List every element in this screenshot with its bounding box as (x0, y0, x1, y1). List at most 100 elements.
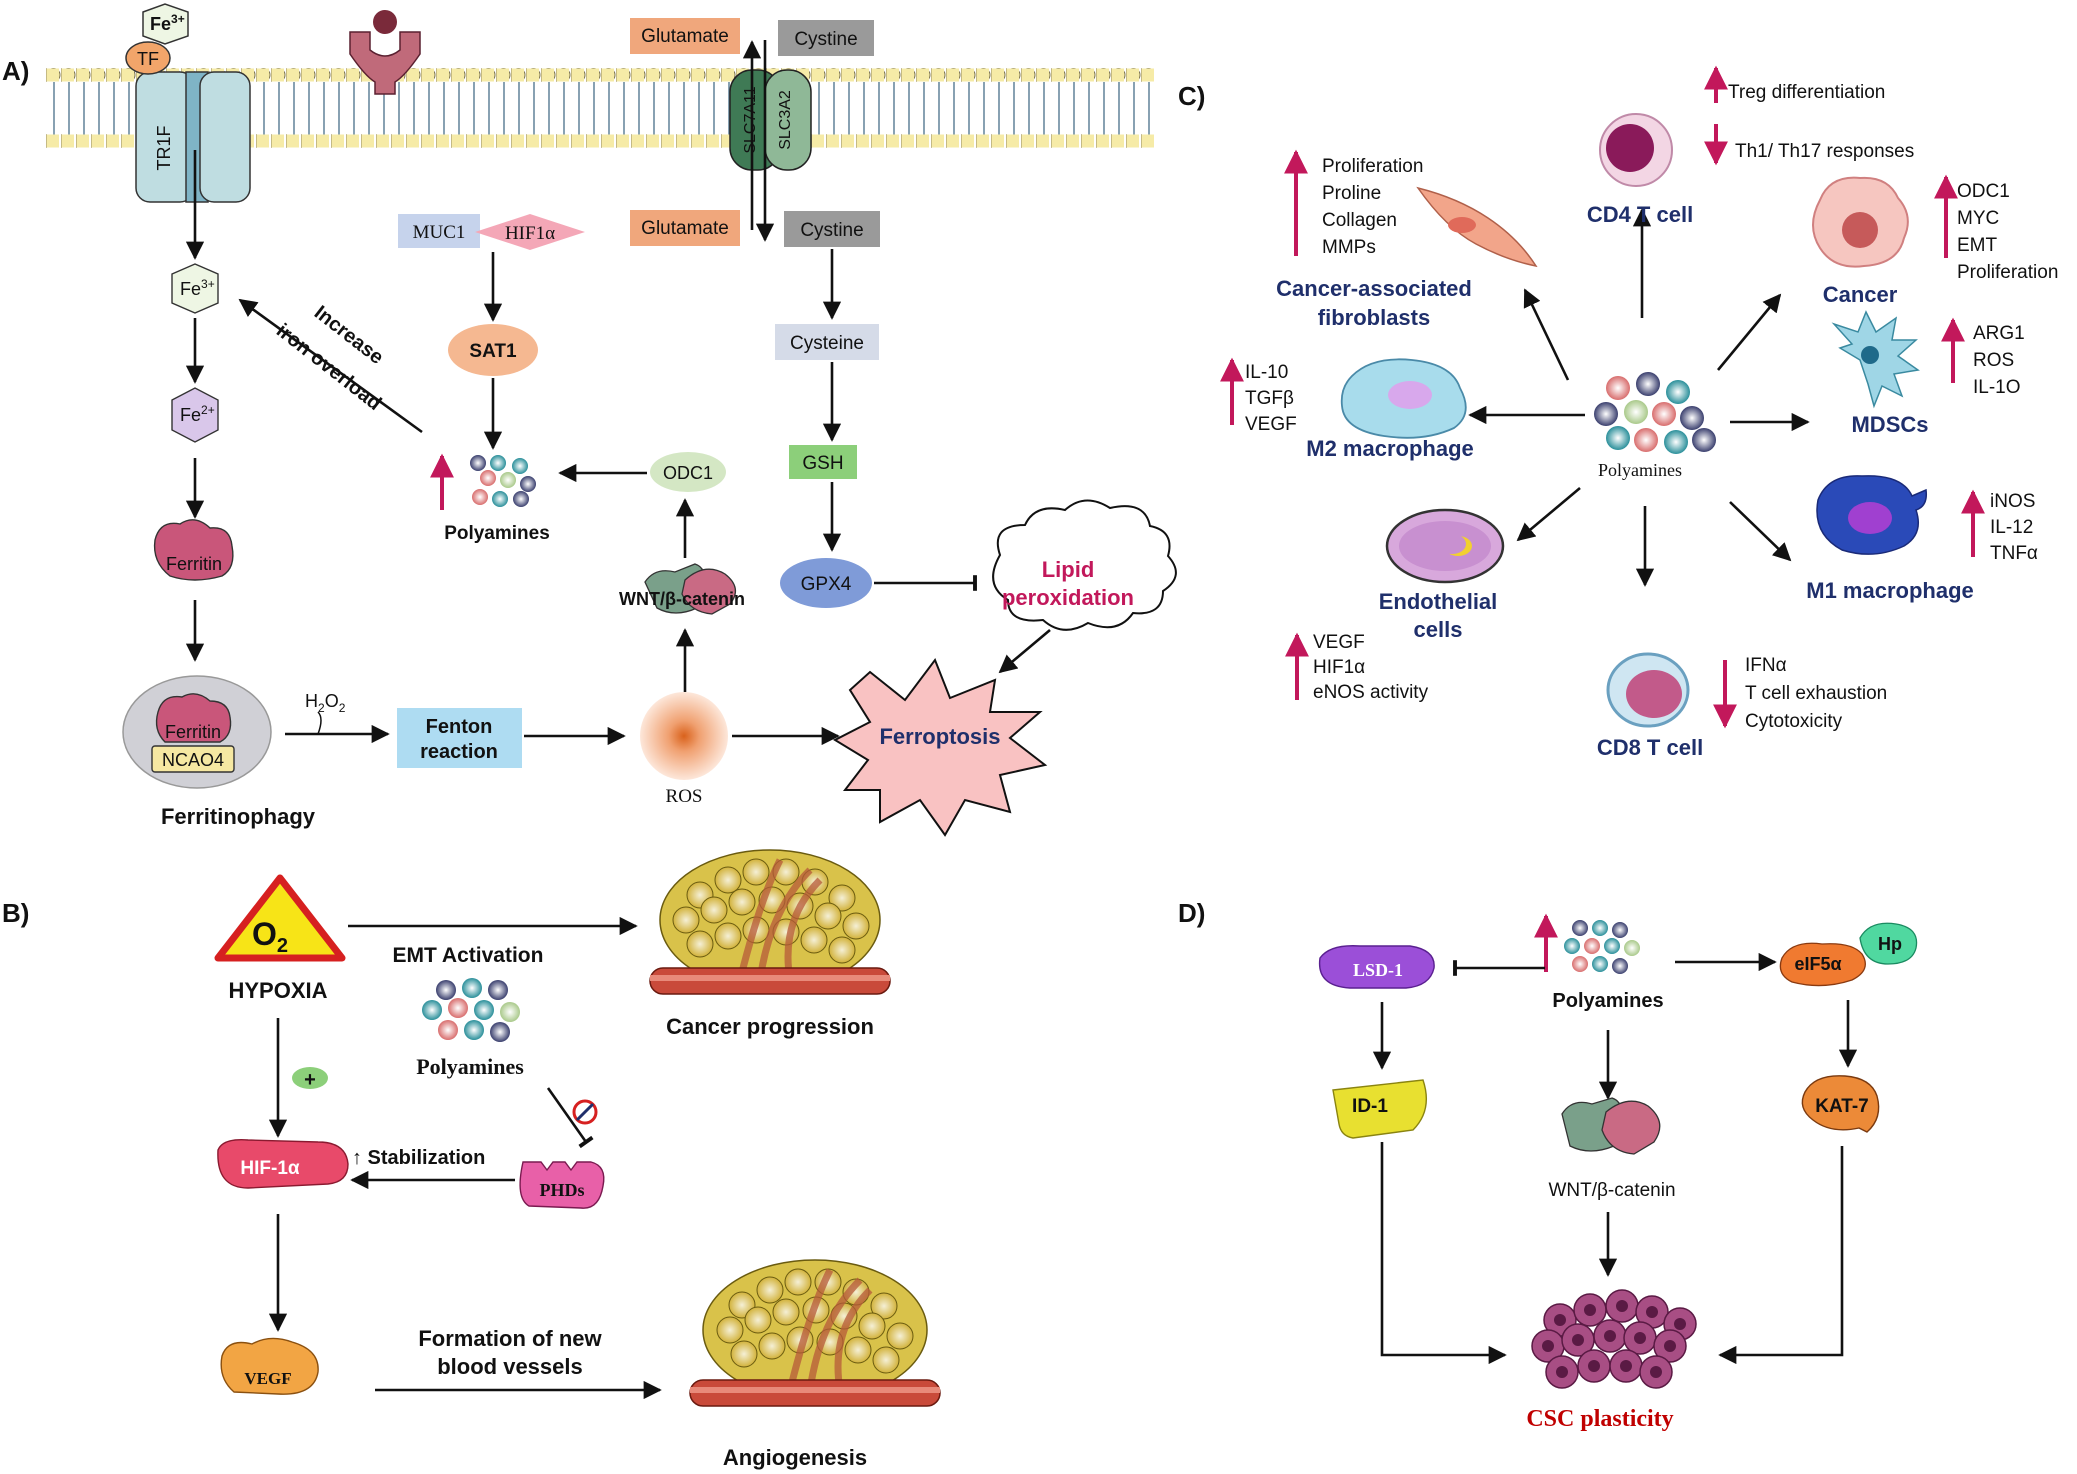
polyamines-cluster-c (1594, 372, 1716, 454)
endo-list: VEGF HIF1α eNOS activity (1313, 632, 1429, 703)
panel-a-label: A) (2, 56, 29, 86)
gpx4-label: GPX4 (801, 574, 852, 595)
cd8-label: CD8 T cell (1597, 735, 1703, 760)
tumor-angiogenesis (689, 1259, 941, 1407)
caf-list: Proliferation Proline Collagen MMPs (1322, 156, 1423, 258)
odc1-label: ODC1 (663, 463, 713, 483)
fe3-top-label: Fe3+ (150, 12, 185, 34)
emt-label: EMT Activation (393, 944, 544, 967)
sat1-label: SAT1 (469, 341, 517, 362)
wnt-beta-catenin-d (1561, 1097, 1661, 1155)
glutamate-out: Glutamate (630, 18, 740, 54)
stabilization-label: ↑ Stabilization (352, 1147, 485, 1169)
ros: ROS (640, 692, 728, 807)
mdsc-label: MDSCs (1851, 412, 1928, 437)
hif-1a-protein: HIF-1α (217, 1139, 349, 1189)
panel-c: C) Polyamines CD4 T cell Treg differenti… (1178, 65, 2058, 760)
polyamines-label-b: Polyamines (416, 1054, 524, 1079)
endo-item: eNOS activity (1313, 682, 1429, 703)
panel-b: B) O2 HYPOXIA EMT Activation Cancer prog… (2, 849, 941, 1470)
cancer-item: EMT (1957, 235, 1998, 256)
cystine-in: Cystine (784, 211, 880, 247)
iron-overload-label: iron overload (272, 320, 385, 415)
cancer-progression-label: Cancer progression (666, 1014, 874, 1039)
caf-label-line1: Cancer-associated (1276, 276, 1472, 301)
formation-line1: Formation of new (418, 1326, 602, 1351)
eif5a-label: eIF5α (1794, 954, 1841, 974)
tf: TF (125, 41, 171, 75)
slc3a2-label: SLC3A2 (777, 90, 794, 150)
lsd1-protein: LSD-1 (1318, 945, 1435, 989)
fe2-inner: Fe2+ (171, 387, 219, 443)
tf-label: TF (137, 49, 159, 69)
polyamines-label-c: Polyamines (1598, 460, 1682, 480)
id1-label: ID-1 (1352, 1096, 1388, 1117)
tumor-cancer-progression (649, 849, 891, 995)
glutamate-in-label: Glutamate (641, 218, 729, 239)
lipid-label: Lipid (1042, 557, 1095, 582)
cancer-item: MYC (1957, 208, 1999, 229)
hif-1a-label: HIF-1α (240, 1158, 300, 1179)
polyamines-cluster-d (1564, 920, 1640, 974)
ferritin-label: Ferritin (166, 554, 222, 574)
hp-label: Hp (1878, 934, 1902, 954)
gsh-label: GSH (802, 453, 843, 474)
id1-protein: ID-1 (1332, 1079, 1427, 1139)
vegf-protein: VEGF (220, 1337, 319, 1395)
m1-label: M1 macrophage (1806, 578, 1974, 603)
tr1f-label: TR1F (154, 125, 174, 170)
caf-item: Proline (1322, 183, 1381, 204)
endo-item: VEGF (1313, 632, 1365, 653)
ros-label: ROS (666, 786, 703, 807)
m2-item: TGFβ (1245, 388, 1294, 409)
m2-list: IL-10 TGFβ VEGF (1245, 362, 1297, 435)
caf-item: Proliferation (1322, 156, 1423, 177)
m2-item: VEGF (1245, 414, 1297, 435)
kat7-protein: KAT-7 (1801, 1075, 1880, 1133)
receptor-glyph (349, 10, 421, 95)
plus-label: + (304, 1069, 316, 1091)
hif1a-label: HIF1α (505, 223, 555, 244)
fenton-line1: Fenton (426, 716, 493, 738)
hypoxia-sign: O2 (214, 874, 346, 962)
plus-badge: + (292, 1067, 328, 1091)
m1-macrophage-cell (1816, 475, 1928, 555)
hif1a-diamond: HIF1α (475, 214, 585, 250)
gsh-box: GSH (789, 445, 857, 479)
o2-label: O2 (252, 916, 288, 957)
m1-list: iNOS IL-12 TNFα (1990, 491, 2038, 564)
fe3-label: Fe3+ (180, 277, 215, 299)
csc-cluster (1531, 1289, 1697, 1389)
mdsc-item: ROS (1973, 350, 2014, 371)
cystine-in-label: Cystine (800, 220, 863, 241)
cd8-item: IFNα (1745, 655, 1787, 676)
glutamate-in: Glutamate (630, 210, 740, 246)
slc7a11-slc3a2: SLC7A11 SLC3A2 (729, 40, 812, 242)
cells-label: cells (1414, 617, 1463, 642)
peroxidation-label: peroxidation (1002, 585, 1134, 610)
phds-label: PHDs (540, 1180, 585, 1200)
ferritinophagy-label: Ferritinophagy (161, 804, 316, 829)
kat7-label: KAT-7 (1815, 1096, 1868, 1117)
cancer-item: ODC1 (1957, 181, 2010, 202)
hypoxia-label: HYPOXIA (228, 978, 327, 1003)
m1-item: IL-12 (1990, 517, 2033, 538)
fe3-top: Fe3+ (142, 3, 189, 45)
th-label: Th1/ Th17 responses (1735, 141, 1914, 162)
panel-d-label: D) (1178, 898, 1205, 928)
endothelial-label: Endothelial (1379, 589, 1498, 614)
muc1: MUC1 (398, 214, 480, 248)
cancer-label: Cancer (1823, 282, 1898, 307)
cd4-t-cell (1599, 113, 1673, 187)
cd4-label: CD4 T cell (1587, 202, 1693, 227)
lsd1-label: LSD-1 (1353, 960, 1403, 980)
lipid-peroxidation-cloud: Lipid peroxidation (992, 499, 1177, 631)
cancer-item: Proliferation (1957, 262, 2058, 283)
phds-protein: PHDs (519, 1161, 605, 1209)
cysteine-box: Cysteine (775, 324, 879, 360)
muc1-label: MUC1 (413, 222, 466, 243)
angiogenesis-label: Angiogenesis (723, 1445, 867, 1470)
endo-item: HIF1α (1313, 657, 1365, 678)
fe3-inner: Fe3+ (171, 263, 219, 314)
